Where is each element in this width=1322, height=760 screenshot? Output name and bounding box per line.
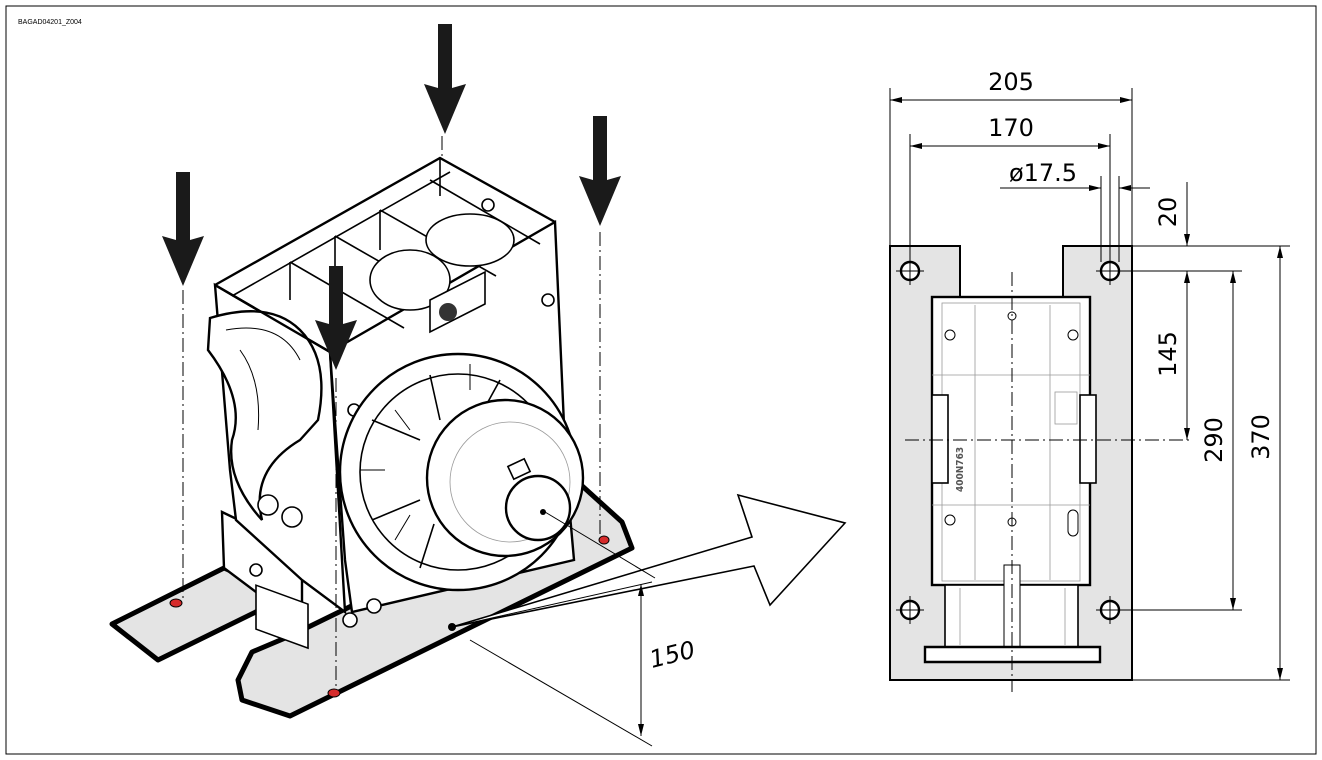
shaft-center	[540, 509, 546, 515]
down-arrow-icon	[424, 24, 466, 134]
top-view: 400N763	[889, 68, 1290, 692]
dim-diameter-label: ø17.5	[1009, 159, 1077, 187]
dimension-overall-width: 205	[890, 68, 1132, 103]
dimension-plate-length: 370	[1247, 246, 1283, 680]
down-arrow-icon	[315, 266, 357, 370]
mounting-hole	[1096, 596, 1124, 624]
curved-cover	[206, 310, 323, 521]
dim-205-label: 205	[988, 68, 1034, 96]
dim-20-label: 20	[1154, 197, 1182, 228]
hollow-direction-arrow	[451, 493, 847, 628]
motor-screw	[944, 329, 956, 341]
dim-150-label: 150	[647, 636, 698, 674]
drive-shaft	[504, 474, 572, 542]
fixing-point-marker	[598, 535, 610, 545]
base-bolt	[342, 612, 358, 628]
housing-label	[429, 270, 486, 334]
motor-part-label: 400N763	[955, 447, 966, 492]
isometric-view: 150	[109, 24, 847, 747]
curved-cover-edge	[225, 327, 301, 431]
motor-screw	[1067, 329, 1079, 341]
arrow-tail-line	[451, 581, 653, 628]
housing-screw	[541, 293, 555, 307]
mounting-hole	[896, 596, 924, 624]
motor-body	[930, 295, 1092, 587]
dim-145-label: 145	[1154, 331, 1182, 377]
dim-170-label: 170	[988, 114, 1034, 142]
fixing-point-marker	[327, 688, 341, 698]
dimension-hole-to-center: 145	[1154, 271, 1190, 440]
shaft-key	[506, 457, 532, 481]
cable-glands	[255, 494, 309, 650]
dim-370-label: 370	[1247, 414, 1275, 460]
motor-cylinder	[425, 213, 515, 267]
motor-foot	[923, 645, 1102, 664]
down-arrow-icon	[579, 116, 621, 226]
base-bolt	[366, 598, 382, 614]
drawing-frame	[5, 5, 1317, 755]
motor-screw	[944, 514, 956, 526]
bracket-hole	[249, 563, 263, 577]
drawing-code: BAGAD04201_Z004	[18, 19, 82, 26]
dimension-hole-spacing: 290	[1200, 271, 1236, 610]
top-screw	[481, 198, 495, 212]
pinion-flange-inner	[449, 421, 571, 543]
motor-cylinder-front	[369, 249, 451, 311]
side-tab-left	[931, 394, 949, 484]
side-tab-right	[1079, 394, 1097, 484]
dim-290-label: 290	[1200, 417, 1228, 463]
dimension-hole-width: 170	[910, 114, 1110, 149]
fixing-point-marker	[169, 598, 183, 608]
dimension-hole-diameter: ø17.5	[1000, 159, 1150, 191]
housing-top-frame	[214, 156, 556, 354]
label-area	[1054, 391, 1078, 425]
dimension-hole-offset: 20	[1154, 182, 1190, 246]
down-arrow-icon	[162, 172, 204, 286]
motor-slot	[1067, 509, 1079, 537]
